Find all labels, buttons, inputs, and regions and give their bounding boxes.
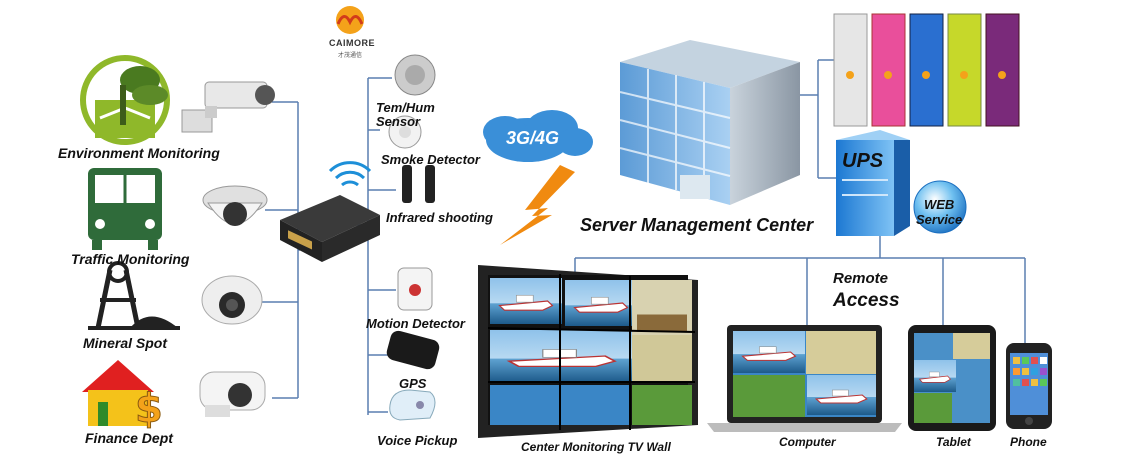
network-cloud-icon [483, 110, 593, 162]
server-building-icon [619, 40, 800, 205]
remote-access-line2: Access [833, 290, 900, 311]
tem-hum-sensor-icon [394, 54, 436, 96]
server-tower-white [833, 13, 868, 127]
site-label-finance: Finance Dept [85, 430, 173, 446]
server-tower-pink [871, 13, 906, 127]
smoke-detector-icon [388, 115, 422, 149]
mine-tower-icon [88, 261, 180, 330]
bullet-camera-icon [181, 81, 275, 133]
phone-device [1006, 343, 1052, 429]
sensor-label-gps: GPS [399, 376, 427, 391]
motion-detector-icon [397, 267, 433, 311]
mobile-dvr-device [280, 195, 380, 262]
sensor-label-voice: Voice Pickup [377, 433, 458, 448]
tv-wall-device [478, 265, 698, 438]
logo-sub: 才茂通信 [338, 53, 363, 59]
site-label-environment: Environment Monitoring [58, 145, 220, 161]
ups-label: UPS [842, 150, 884, 172]
server-tower-purple [985, 13, 1020, 127]
voice-pickup-icon [389, 389, 436, 421]
client-label-phone: Phone [1010, 435, 1047, 449]
remote-access-line1: Remote [833, 270, 889, 287]
laptop-device [707, 325, 902, 432]
logo-name: CAIMORE [329, 38, 375, 48]
sensor-label-smoke: Smoke Detector [381, 152, 480, 167]
site-label-mineral: Mineral Spot [83, 335, 168, 351]
ups-server-icon [836, 130, 910, 236]
infrared-beam-icon [402, 165, 435, 203]
web-service-label: WEB Service [916, 197, 963, 227]
gps-tracker-icon [386, 330, 440, 370]
sensor-label-temhum: Tem/Hum Sensor [376, 100, 435, 129]
wifi-icon [328, 161, 372, 187]
caimore-logo [336, 6, 364, 34]
tv-classroom-tile [632, 280, 692, 336]
network-label: 3G/4G [506, 128, 560, 148]
server-tower-yellow [947, 13, 982, 127]
server-center-label: Server Management Center [580, 215, 814, 235]
tablet-device [908, 325, 996, 431]
right-connection-lines [574, 59, 1026, 345]
tree-icon [80, 55, 170, 145]
client-label-tablet: Tablet [936, 435, 971, 449]
svg-text:$: $ [135, 386, 163, 432]
sensor-label-motion: Motion Detector [366, 316, 465, 331]
server-tower-blue [909, 13, 944, 127]
eyeball-camera-icon [201, 275, 263, 325]
client-label-tv-wall: Center Monitoring TV Wall [521, 440, 671, 454]
bank-house-icon: $ [82, 360, 163, 433]
globe-icon [913, 180, 967, 234]
site-label-traffic: Traffic Monitoring [71, 251, 190, 267]
dome-camera-icon [202, 185, 268, 226]
client-label-computer: Computer [779, 435, 836, 449]
sensor-label-infrared: Infrared shooting [386, 210, 493, 225]
bus-icon [88, 168, 162, 250]
bullet-camera-icon-2 [199, 371, 266, 417]
lightning-icon [500, 165, 575, 245]
server-towers [833, 13, 1020, 127]
